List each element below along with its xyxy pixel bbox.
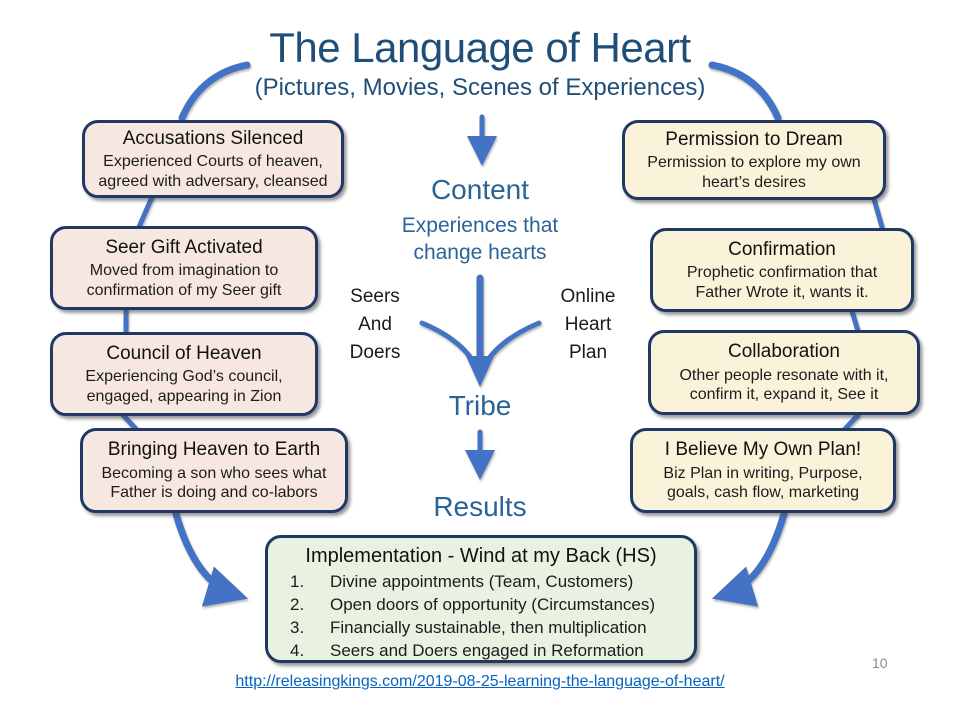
box-body: Biz Plan in writing, Purpose, goals, cas… [663,464,863,502]
footer-link-wrap: http://releasingkings.com/2019-08-25-lea… [0,673,960,691]
page-number: 10 [872,655,888,671]
box-seer-gift-activated: Seer Gift Activated Moved from imaginati… [50,226,318,310]
implementation-list: Divine appointments (Team, Customers) Op… [282,571,680,663]
content-sublabel: Experiences that change hearts [401,214,559,265]
box-council-of-heaven: Council of Heaven Experiencing God’s cou… [50,332,318,416]
box-title: Permission to Dream [665,128,843,150]
slide-title-block: The Language of Heart (Pictures, Movies,… [0,24,960,102]
box-title: Collaboration [728,341,840,363]
arc-left-to-implementation [172,510,249,607]
box-confirmation: Confirmation Prophetic confirmation that… [650,228,914,312]
implementation-title: Implementation - Wind at my Back (HS) [305,545,657,567]
box-title: Council of Heaven [106,342,262,364]
connector-right-2-3 [849,308,861,334]
box-bringing-heaven-to-earth: Bringing Heaven to Earth Becoming a son … [80,428,348,513]
results-label: Results [433,491,527,522]
box-body: Prophetic confirmation that Father Wrote… [686,264,878,301]
connector-left-1-2 [136,194,155,230]
box-title: Bringing Heaven to Earth [107,439,321,461]
source-url-link[interactable]: http://releasingkings.com/2019-08-25-lea… [235,673,725,690]
connector-right-1-2 [871,196,885,230]
box-i-believe-my-own-plan: I Believe My Own Plan! Biz Plan in writi… [630,428,896,513]
box-title: Seer Gift Activated [105,236,263,258]
page-title: The Language of Heart [269,24,691,71]
implementation-item: Financially sustainable, then multiplica… [290,617,647,640]
seers-and-doers-label: Seers And Doers [349,286,401,364]
implementation-item: Seers and Doers engaged in Reformation [290,640,644,663]
converge-arrowhead [466,356,494,387]
arc-right-to-implementation [711,510,788,607]
implementation-item: Divine appointments (Team, Customers) [290,571,634,594]
box-body: Moved from imagination to confirmation o… [86,262,282,299]
box-body: Experienced Courts of heaven, agreed wit… [98,153,328,190]
implementation-item: Open doors of opportunity (Circumstances… [290,594,656,617]
tribe-label: Tribe [448,390,512,421]
box-implementation: Implementation - Wind at my Back (HS) Di… [265,535,697,663]
box-permission-to-dream: Permission to Dream Permission to explor… [622,120,886,200]
box-body: Permission to explore my own heart’s des… [647,154,861,191]
box-collaboration: Collaboration Other people resonate with… [648,330,920,415]
online-heart-plan-label: Online Heart Plan [560,286,616,364]
box-title: I Believe My Own Plan! [664,439,862,461]
box-body: Experiencing God’s council, engaged, app… [85,368,283,405]
box-title: Accusations Silenced [122,127,304,149]
curve-seers-into-tribe [419,320,476,364]
box-body: Other people resonate with it, confirm i… [679,366,889,404]
box-accusations-silenced: Accusations Silenced Experienced Courts … [82,120,344,198]
content-label: Content [430,174,530,205]
box-title: Confirmation [728,238,836,260]
box-body: Becoming a son who sees what Father is d… [101,464,327,502]
curve-online-into-tribe [484,320,542,364]
page-subtitle: (Pictures, Movies, Scenes of Experiences… [254,74,706,101]
